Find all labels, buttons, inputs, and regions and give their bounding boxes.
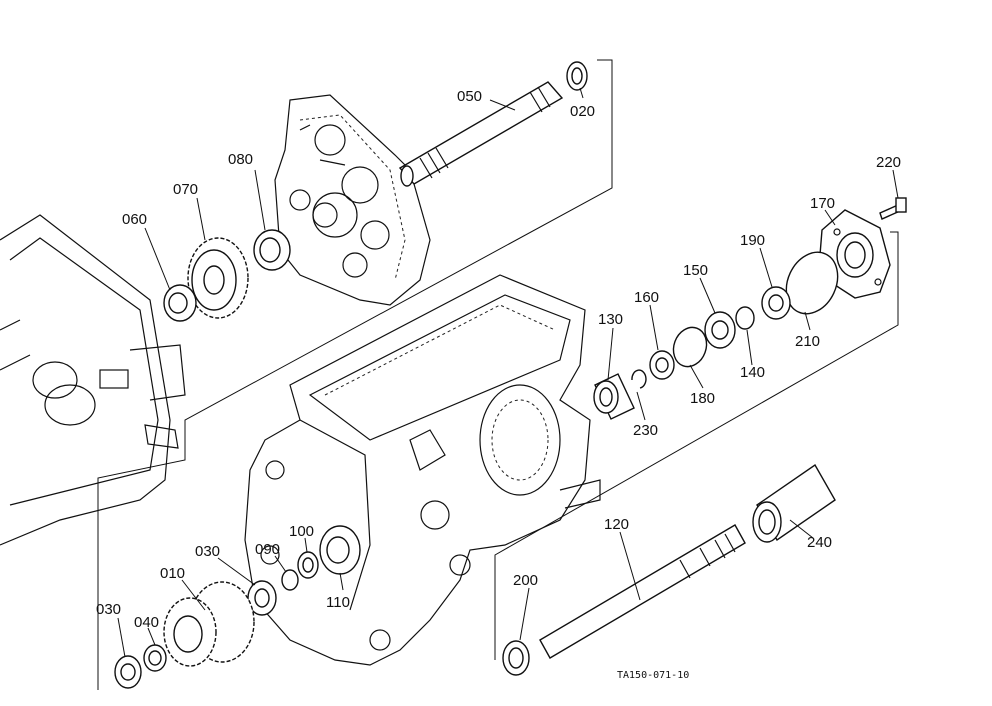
part-070-gear <box>187 237 249 319</box>
part-140-collar <box>735 306 755 330</box>
callout-230: 230 <box>633 422 658 439</box>
part-240-sleeve <box>752 463 836 543</box>
part-160-bearing <box>649 350 675 380</box>
callout-060: 060 <box>122 211 147 228</box>
transmission-case <box>244 274 601 666</box>
callout-040: 040 <box>134 614 159 631</box>
part-110-bearing <box>319 525 361 575</box>
upper-case-cover <box>274 94 431 306</box>
drawing-code: TA150-071-10 <box>617 670 689 681</box>
callout-120: 120 <box>604 516 629 533</box>
part-030-needle-bearing <box>247 580 277 616</box>
part-080-bearing <box>253 229 291 271</box>
callouts: 050 020 080 070 060 220 170 190 150 160 … <box>96 88 901 631</box>
part-050-shaft <box>398 81 564 187</box>
callout-020: 020 <box>570 103 595 120</box>
callout-240: 240 <box>807 534 832 551</box>
part-130-needle-bearing <box>593 373 635 420</box>
callout-130: 130 <box>598 311 623 328</box>
left-housing <box>0 214 186 546</box>
callout-140: 140 <box>740 364 765 381</box>
callout-090: 090 <box>255 541 280 558</box>
callout-220: 220 <box>876 154 901 171</box>
leader-lines <box>117 87 899 658</box>
callout-030-lower: 030 <box>96 601 121 618</box>
callout-110: 110 <box>326 594 350 611</box>
part-190-bearing <box>761 286 791 320</box>
part-040-collar <box>143 644 167 672</box>
callout-100: 100 <box>289 523 314 540</box>
part-010-gear <box>163 581 255 667</box>
part-230-circlip <box>631 369 647 389</box>
part-100-collar <box>297 551 319 579</box>
part-200-seal <box>502 640 530 676</box>
callout-180: 180 <box>690 390 715 407</box>
part-090-ring <box>281 569 299 591</box>
callout-070: 070 <box>173 181 198 198</box>
part-220-bolt <box>879 197 907 220</box>
callout-170: 170 <box>810 195 835 212</box>
part-060-bearing <box>163 284 197 322</box>
callout-150: 150 <box>683 262 708 279</box>
callout-050: 050 <box>457 88 482 105</box>
callout-190: 190 <box>740 232 765 249</box>
part-210-oring <box>785 251 839 315</box>
callout-080: 080 <box>228 151 253 168</box>
callout-030-upper: 030 <box>195 543 220 560</box>
callout-010: 010 <box>160 565 185 582</box>
callout-160: 160 <box>634 289 659 306</box>
part-180-snapring <box>672 326 708 368</box>
part-030-needle-bearing-lower <box>114 655 142 689</box>
part-120-shaft <box>539 524 746 659</box>
part-150-bearing <box>704 311 736 349</box>
callout-200: 200 <box>513 572 538 589</box>
callout-210: 210 <box>795 333 820 350</box>
frame-lines <box>97 59 899 690</box>
part-020-washer <box>566 61 588 91</box>
